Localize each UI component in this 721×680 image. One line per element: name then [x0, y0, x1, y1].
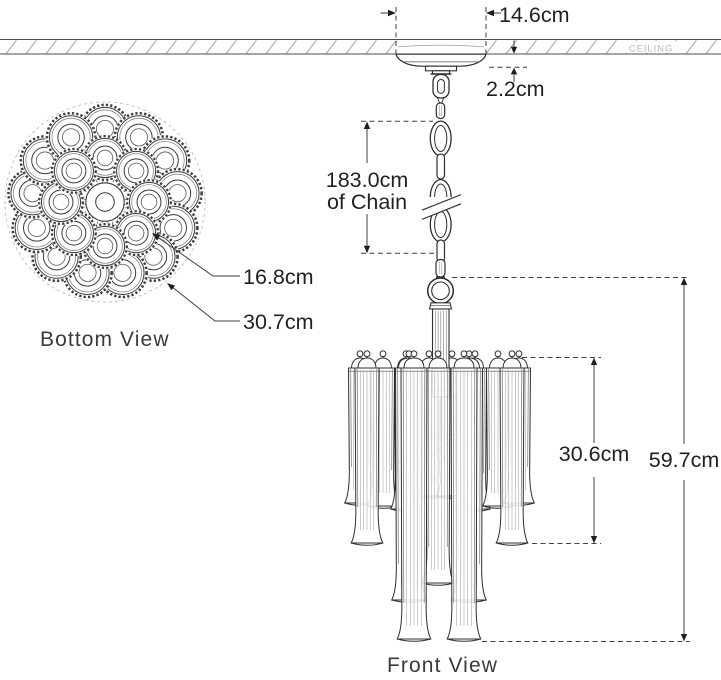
top-ring	[426, 277, 455, 310]
dim-canopy-height	[489, 40, 527, 82]
dim-shade-height	[522, 357, 601, 544]
chain-break-symbol	[421, 193, 462, 220]
inner-diameter-value: 16.8cm	[243, 265, 314, 289]
canopy-height-value: 2.2cm	[486, 77, 545, 101]
dimension-annotations	[152, 7, 690, 642]
canopy-ceiling-gap	[396, 40, 486, 54]
ceiling-band: CEILING	[0, 38, 721, 55]
canopy-diameter-value: 14.6cm	[499, 3, 570, 27]
dim-chain-length	[361, 120, 436, 254]
chain-length-value: 183.0cm	[326, 168, 408, 192]
chain-length-unit: of Chain	[327, 190, 407, 214]
bottom-view-label: Bottom View	[40, 328, 170, 351]
bottom-view: Bottom View	[4, 101, 206, 351]
glass-tubes-front	[390, 350, 488, 642]
outer-diameter-value: 30.7cm	[243, 310, 314, 334]
ceiling-hatch	[5, 40, 717, 54]
chain-link	[429, 120, 452, 157]
hang-loop-finial	[430, 73, 452, 104]
fixture-front-view	[343, 277, 536, 642]
ceiling-label: CEILING	[629, 43, 673, 54]
canopy	[395, 53, 487, 104]
leader-inner-diameter	[152, 233, 240, 277]
leader-outer-diameter	[167, 283, 240, 322]
chain	[421, 102, 462, 282]
dim-canopy-width	[380, 7, 501, 56]
dim-overall-height	[452, 277, 690, 642]
overall-height-value: 59.7cm	[649, 448, 720, 472]
front-view-label: Front View	[387, 654, 498, 677]
shade-height-value: 30.6cm	[559, 442, 630, 466]
